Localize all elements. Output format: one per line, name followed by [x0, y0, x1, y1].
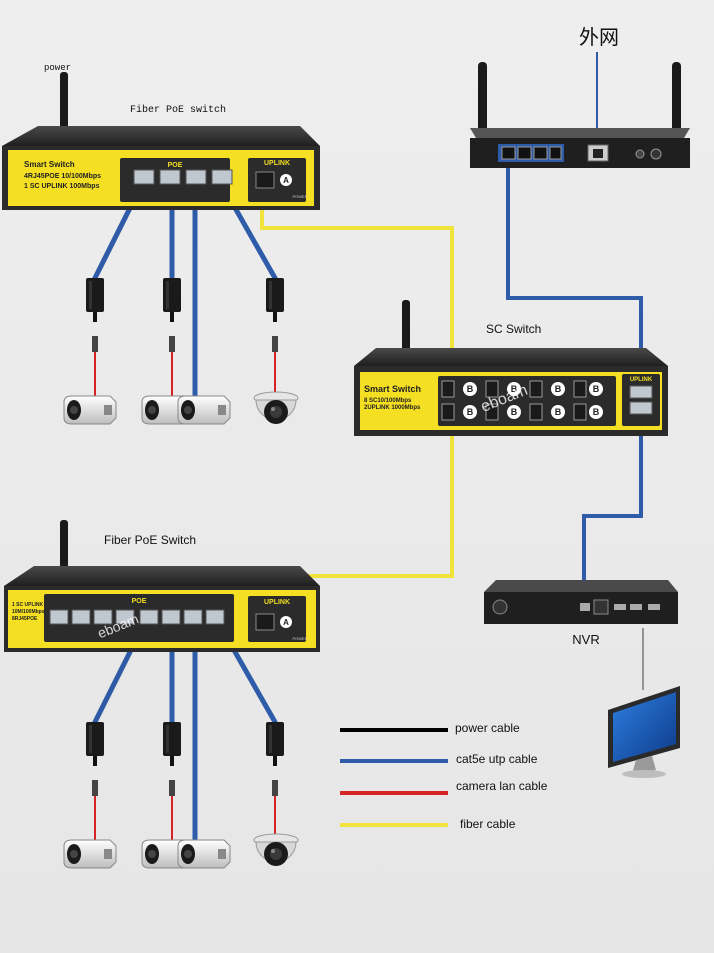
- sc-switch-label: SC Switch: [486, 322, 541, 336]
- poe-ports-top: [133, 169, 233, 185]
- router: [470, 62, 690, 168]
- uplink-port: [629, 401, 653, 415]
- dome-camera-icon: [253, 833, 299, 867]
- poe-splitters-bottom: [86, 722, 284, 796]
- svg-text:8 SC10/100Mbps: 8 SC10/100Mbps: [364, 398, 412, 404]
- cameras-bottom: [63, 833, 299, 869]
- sc-port: [255, 171, 275, 189]
- cat5e-cables-top: [92, 175, 278, 405]
- uplink-port: [629, 385, 653, 399]
- svg-text:Smart Switch: Smart Switch: [364, 384, 421, 394]
- svg-text:UPLINK: UPLINK: [630, 377, 653, 383]
- fiber-poe-switch-bottom: 1 SC UPLINK 10M/100Mbps 8RJ45POE POE UPL…: [4, 520, 320, 652]
- sc-switch: Smart Switch 8 SC10/100Mbps 2UPLINK 1000…: [354, 300, 668, 436]
- antenna: [672, 62, 681, 142]
- legend-label: cat5e utp cable: [456, 752, 538, 766]
- svg-text:A: A: [283, 176, 289, 185]
- bullet-camera-icon: [177, 839, 231, 869]
- sc-port: [255, 613, 275, 631]
- svg-text:B: B: [511, 407, 518, 417]
- svg-text:10M/100Mbps: 10M/100Mbps: [12, 609, 45, 615]
- svg-text:POE: POE: [132, 598, 147, 605]
- legend: power cable cat5e utp cable camera lan c…: [340, 721, 548, 831]
- svg-text:8RJ45POE: 8RJ45POE: [12, 616, 38, 622]
- svg-text:1 SC UPLINK: 1 SC UPLINK: [12, 602, 44, 608]
- power-label: power: [44, 63, 71, 73]
- svg-text:B: B: [511, 384, 518, 394]
- svg-text:POWER: POWER: [292, 636, 307, 641]
- fiber-cable: [260, 188, 454, 578]
- bottom-switch-label: Fiber PoE Switch: [104, 533, 196, 547]
- bullet-camera-icon: [63, 395, 117, 425]
- svg-text:UPLINK: UPLINK: [264, 160, 290, 167]
- svg-text:B: B: [467, 384, 474, 394]
- svg-text:2UPLINK 1000Mbps: 2UPLINK 1000Mbps: [364, 405, 421, 411]
- bullet-camera-icon: [177, 395, 231, 425]
- svg-text:B: B: [593, 384, 600, 394]
- top-switch-label: Fiber PoE switch: [130, 104, 226, 116]
- dome-camera-icon: [253, 391, 299, 425]
- antenna: [60, 72, 68, 130]
- cat5e-cables-network: [506, 160, 643, 606]
- antenna: [402, 300, 410, 352]
- svg-text:B: B: [555, 384, 562, 394]
- svg-text:1 SC UPLINK 100Mbps: 1 SC UPLINK 100Mbps: [24, 183, 100, 190]
- legend-label: camera lan cable: [456, 779, 548, 793]
- camera-lan-cables-bottom: [94, 796, 276, 844]
- nvr: [484, 580, 678, 624]
- cat5e-cables-bottom: [92, 619, 278, 849]
- internet-label: 外网: [579, 26, 619, 49]
- legend-label: power cable: [455, 721, 520, 735]
- bullet-camera-icon: [63, 839, 117, 869]
- svg-text:4RJ45POE 10/100Mbps: 4RJ45POE 10/100Mbps: [24, 173, 101, 180]
- svg-text:Smart Switch: Smart Switch: [24, 160, 75, 169]
- nvr-label: NVR: [572, 632, 599, 647]
- sc-ports: B B B B B B B B: [441, 380, 603, 421]
- svg-text:B: B: [593, 407, 600, 417]
- cameras-top: [63, 391, 299, 425]
- svg-text:UPLINK: UPLINK: [264, 599, 290, 606]
- svg-text:B: B: [467, 407, 474, 417]
- antenna: [478, 62, 487, 142]
- fiber-poe-switch-top: Smart Switch 4RJ45POE 10/100Mbps 1 SC UP…: [2, 72, 320, 210]
- camera-lan-cables-top: [94, 352, 276, 400]
- svg-text:POWER: POWER: [292, 194, 307, 199]
- svg-text:B: B: [555, 407, 562, 417]
- poe-ports-bottom: [49, 609, 225, 625]
- poe-splitters-top: [86, 278, 284, 352]
- legend-label: fiber cable: [460, 817, 516, 831]
- svg-text:A: A: [283, 618, 289, 627]
- monitor-icon: [608, 686, 680, 778]
- antenna: [60, 520, 68, 574]
- svg-text:POE: POE: [168, 162, 183, 169]
